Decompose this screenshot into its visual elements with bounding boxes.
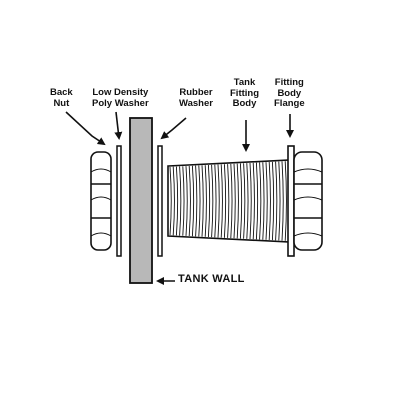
thread-ridge — [268, 161, 271, 241]
body-flange — [287, 145, 295, 257]
back-nut-label-line-1: Back — [50, 87, 73, 98]
flange-label-line-3: Flange — [274, 98, 305, 109]
flange-label: Fitting Body Flange — [274, 77, 305, 110]
rubber-washer-label-line-2: Washer — [179, 97, 213, 109]
thread-ridge — [252, 162, 255, 240]
thread-ridge — [182, 166, 185, 236]
poly-washer-leader — [114, 111, 123, 140]
thread-ridge — [188, 165, 191, 237]
thread-ridge — [265, 162, 268, 240]
thread-ridge — [255, 162, 259, 240]
thread-ridge — [236, 163, 239, 239]
thread-ridge — [191, 165, 195, 237]
thread-ridge — [284, 161, 287, 241]
thread-ridge — [175, 166, 179, 236]
thread-ridge — [271, 161, 275, 241]
thread-ridge — [275, 161, 278, 241]
thread-ridge — [211, 164, 214, 238]
thread-ridge — [239, 163, 243, 239]
thread-ridge — [281, 161, 284, 241]
rubber-washer — [157, 145, 163, 257]
tank-wall-label: TANK WALL — [178, 273, 245, 285]
flange-label-line-1: Fitting — [274, 77, 304, 88]
thread-ridge — [262, 162, 265, 240]
back-nut-label: Back Nut — [50, 87, 73, 109]
thread-ridge — [201, 165, 204, 237]
fitting-hex-head — [293, 151, 323, 251]
flange-label-line-2: Body — [277, 87, 302, 99]
thread-ridge — [169, 166, 172, 236]
thread-ridge — [207, 164, 211, 238]
thread-ridge — [223, 164, 227, 238]
thread-ridge — [217, 164, 220, 238]
thread-ridge — [185, 166, 188, 236]
thread-ridge — [259, 162, 262, 240]
thread-ridge — [198, 165, 201, 237]
rubber-washer-label: Rubber Washer — [179, 87, 213, 109]
thread-ridge — [204, 165, 207, 237]
fitting-body-label-line-3: Body — [232, 98, 257, 109]
thread-ridge — [249, 162, 252, 240]
back-nut-leader — [65, 111, 106, 146]
thread-ridge — [220, 164, 223, 238]
thread-ridge — [195, 165, 198, 237]
back-nut — [90, 151, 112, 251]
rubber-washer-label-line-1: Rubber — [179, 87, 213, 98]
thread-ridge — [246, 163, 249, 239]
fitting-body-label-line-2: Fitting — [230, 87, 260, 99]
tank-wall — [129, 117, 153, 284]
poly-washer-label: Low Density Poly Washer — [92, 87, 149, 109]
thread-ridge — [227, 164, 230, 238]
thread-ridge — [214, 164, 217, 238]
thread-ridge — [233, 163, 236, 239]
thread-ridge — [172, 166, 175, 236]
thread-ridge — [179, 166, 182, 236]
fitting-body-label: Tank Fitting Body — [230, 77, 260, 110]
back-nut-label-line-2: Nut — [53, 97, 70, 109]
thread-ridge — [278, 161, 281, 241]
poly-washer-label-line-1: Low Density — [92, 87, 149, 98]
poly-washer — [116, 145, 122, 257]
thread-ridge — [243, 163, 246, 239]
fitting-body-label-line-1: Tank — [233, 77, 256, 88]
fitting-body — [167, 159, 291, 243]
thread-ridge — [230, 163, 233, 239]
poly-washer-label-line-2: Poly Washer — [92, 97, 149, 109]
rubber-washer-leader — [160, 117, 187, 140]
